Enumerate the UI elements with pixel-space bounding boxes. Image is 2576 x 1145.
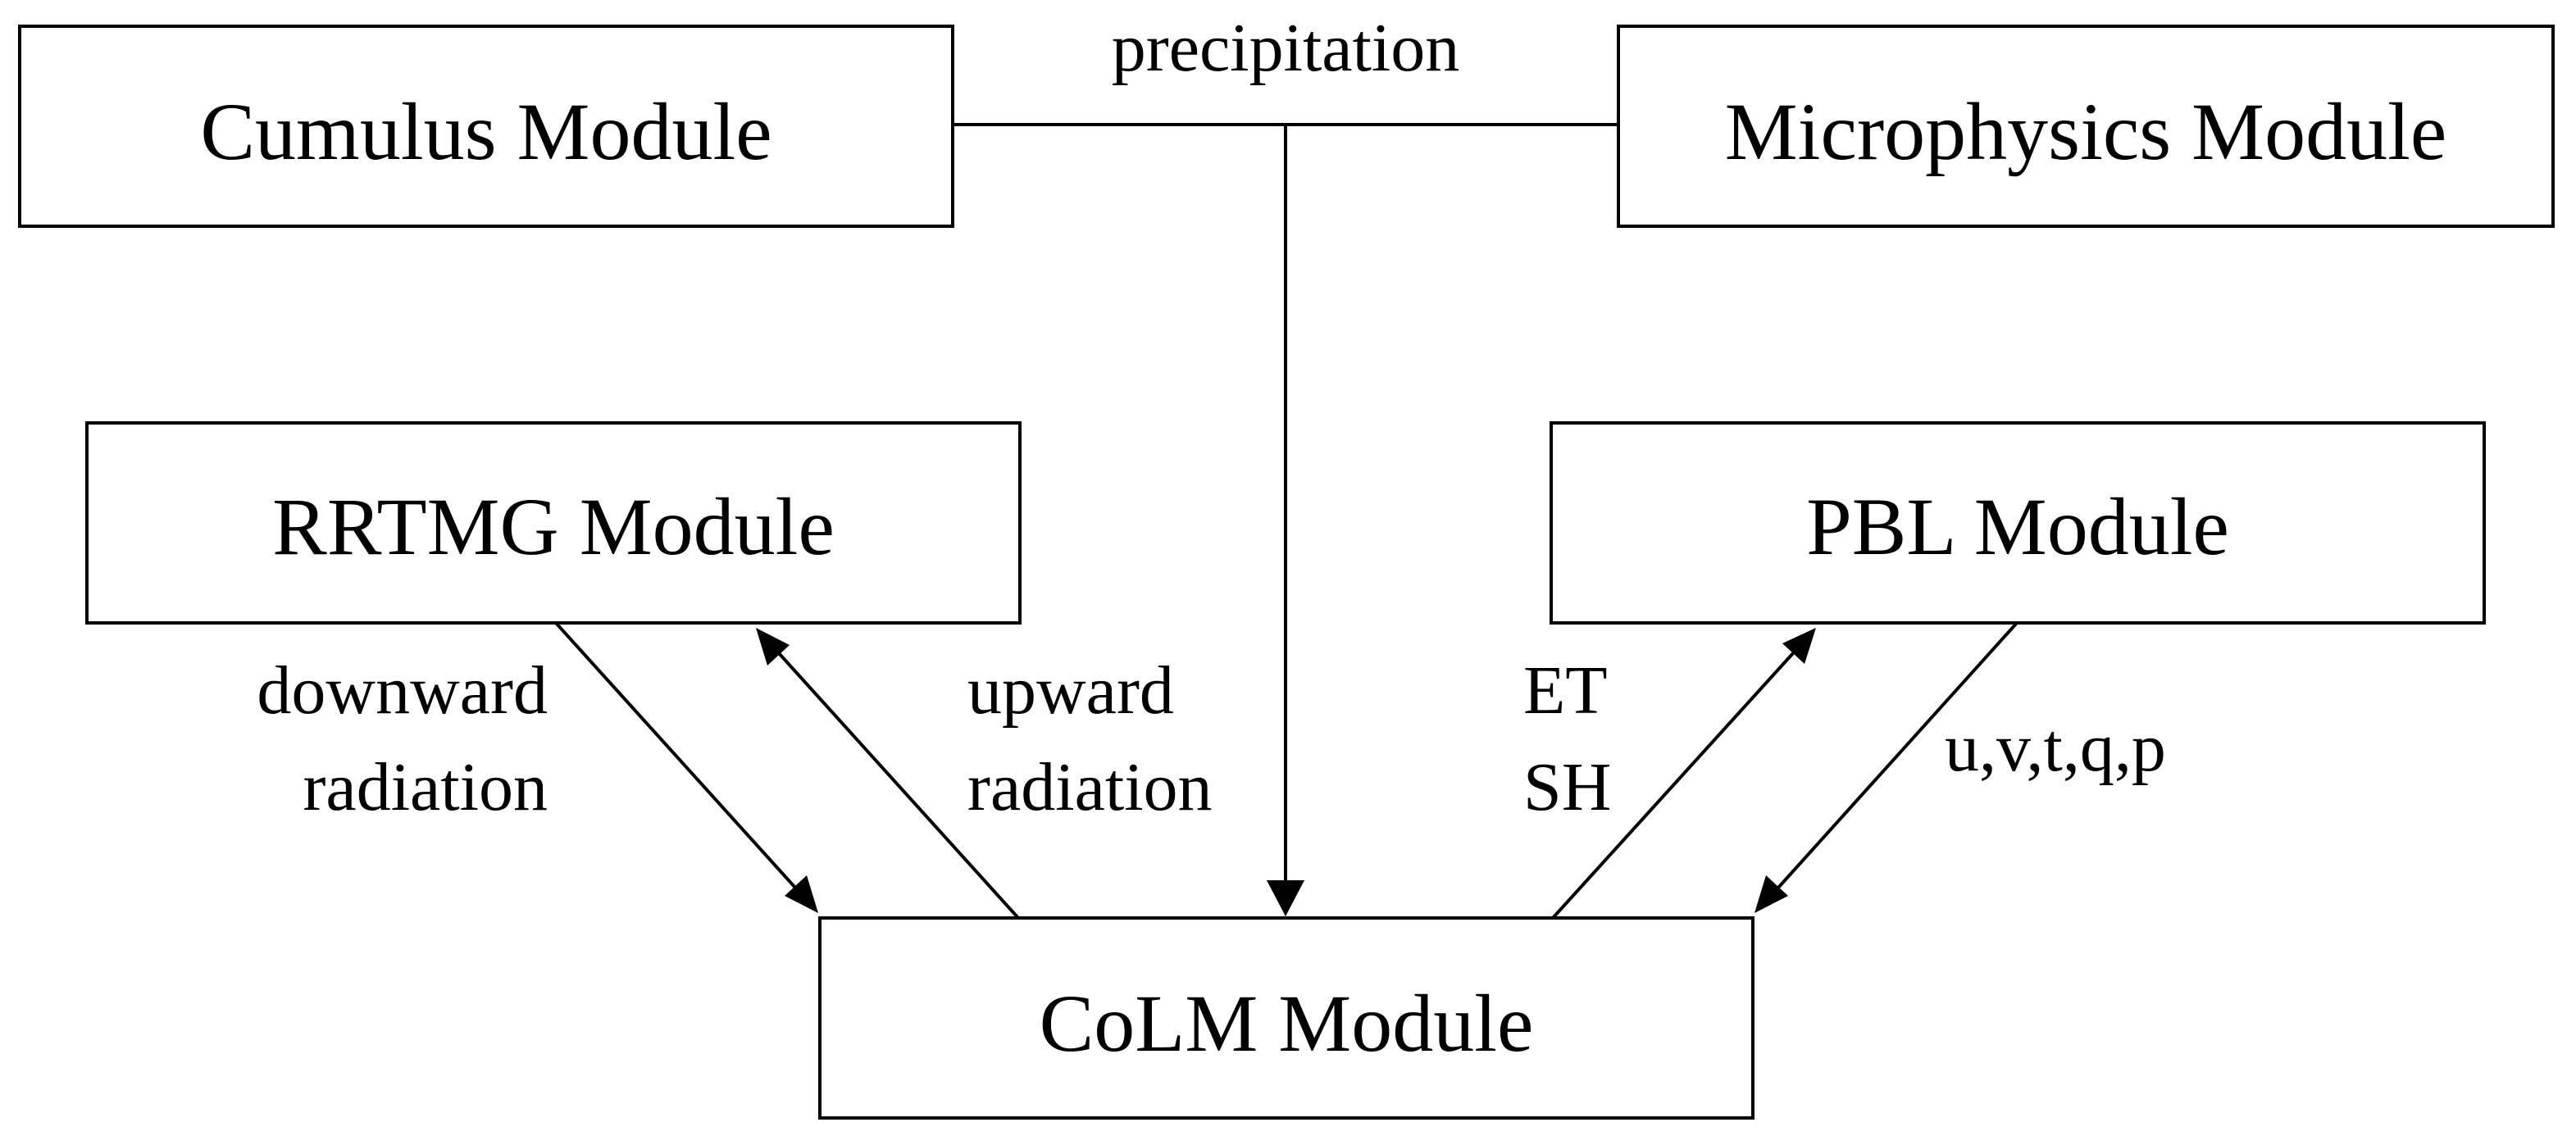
pbl-module-box xyxy=(1550,421,2486,625)
rrtmg-module-box xyxy=(85,421,1022,625)
state-variables-flow: u,v,t,q,p xyxy=(1755,621,2166,913)
microphysics-module-label: Microphysics Module xyxy=(1725,86,2446,177)
upward-radiation-arrow-shaft xyxy=(777,652,1020,920)
colm-module: CoLM Module xyxy=(818,916,1755,1120)
sh-label: SH xyxy=(1523,749,1611,825)
cumulus-module-box xyxy=(18,25,954,228)
downward-radiation-arrow-shaft xyxy=(554,621,797,889)
downward-radiation-flow: downward radiation xyxy=(257,621,818,913)
precipitation-flow: precipitation xyxy=(953,10,1618,916)
state-variables-label: u,v,t,q,p xyxy=(1945,710,2166,786)
upward-radiation-label-line2: radiation xyxy=(967,749,1213,825)
state-variables-arrowhead xyxy=(1755,875,1788,913)
cumulus-module-label: Cumulus Module xyxy=(200,86,771,177)
et-label: ET xyxy=(1523,652,1608,729)
precipitation-arrowhead xyxy=(1267,880,1304,916)
precipitation-label: precipitation xyxy=(1112,10,1460,86)
microphysics-module: Microphysics Module xyxy=(1617,25,2555,228)
et-sh-arrowhead xyxy=(1782,628,1816,664)
et-sh-flow: ET SH xyxy=(1523,628,1816,920)
downward-radiation-arrowhead xyxy=(785,875,818,913)
upward-radiation-label-line1: upward xyxy=(967,652,1174,729)
pbl-module-label: PBL Module xyxy=(1806,481,2229,572)
pbl-module: PBL Module xyxy=(1550,421,2486,625)
downward-radiation-label-line2: radiation xyxy=(303,749,548,825)
rrtmg-module-label: RRTMG Module xyxy=(272,481,835,572)
cumulus-module: Cumulus Module xyxy=(18,25,954,228)
rrtmg-module: RRTMG Module xyxy=(85,421,1022,625)
state-variables-arrow-shaft xyxy=(1777,621,2018,889)
microphysics-module-box xyxy=(1617,25,2555,228)
colm-module-box xyxy=(818,916,1755,1120)
colm-module-label: CoLM Module xyxy=(1040,978,1534,1069)
et-sh-arrow-shaft xyxy=(1551,652,1795,920)
upward-radiation-arrowhead xyxy=(756,628,790,666)
upward-radiation-flow: upward radiation xyxy=(756,628,1213,920)
downward-radiation-label-line1: downward xyxy=(257,652,548,729)
